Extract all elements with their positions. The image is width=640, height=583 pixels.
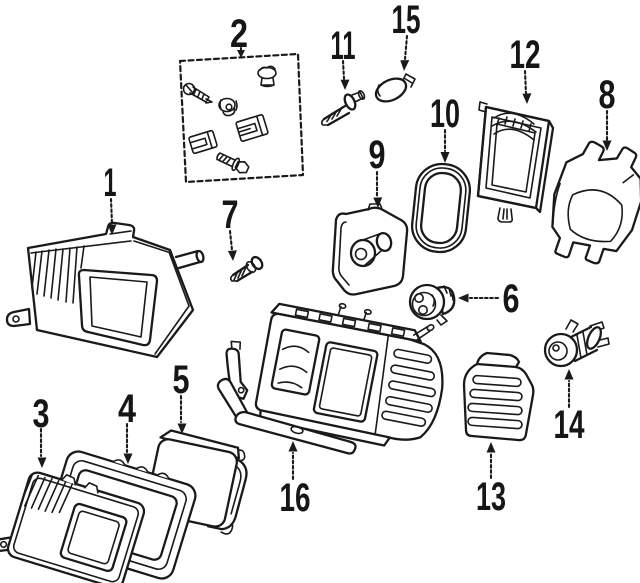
callout-1: 1	[104, 161, 117, 235]
callout-number: 10	[430, 92, 460, 136]
callout-10: 10	[430, 92, 460, 163]
kit-bolt	[216, 152, 250, 174]
kit-grommet	[218, 97, 238, 117]
arrow-head	[237, 50, 245, 58]
arrow-stem	[341, 59, 346, 81]
callout-8: 8	[599, 73, 616, 151]
part-1-headlamp-assembly	[5, 221, 205, 359]
callout-13: 13	[476, 442, 506, 519]
arrow-head	[340, 79, 350, 90]
callout-number: 8	[599, 73, 616, 117]
part-15-bulb	[374, 73, 416, 103]
arrow-head	[288, 441, 298, 452]
callout-number: 16	[280, 476, 311, 520]
callout-4: 4	[118, 387, 137, 464]
part-11-screw	[320, 89, 366, 127]
part-10-seal-ring	[410, 162, 472, 254]
arrow-stem	[523, 69, 528, 95]
part-7-screw	[229, 255, 264, 283]
part-6-bulb-socket	[408, 283, 456, 326]
callout-number: 5	[173, 358, 190, 402]
part-9-bulb-cap	[331, 203, 409, 296]
arrow-head	[486, 442, 496, 453]
arrow-stem	[228, 229, 234, 252]
callout-number: 2	[230, 12, 248, 56]
arrow-head	[564, 369, 574, 380]
part-16-molding-strip	[216, 377, 357, 455]
callout-number: 9	[369, 133, 386, 177]
arrow-head	[373, 197, 383, 208]
callout-number: 12	[510, 33, 541, 77]
callout-number: 6	[503, 277, 520, 321]
part-12-fog-lamp-housing	[476, 101, 555, 223]
callout-number: 7	[222, 193, 239, 237]
part-13-turn-signal-lens	[462, 351, 535, 442]
arrow-head	[602, 140, 612, 151]
callout-7: 7	[222, 193, 239, 261]
callout-number: 1	[104, 161, 117, 205]
kit-clip	[188, 129, 218, 155]
callout-number: 15	[392, 0, 421, 42]
arrow-head	[400, 60, 410, 71]
part-3-lens	[0, 471, 146, 583]
arrow-head	[177, 423, 187, 434]
callout-9: 9	[369, 133, 386, 208]
kit-clip	[235, 114, 269, 142]
arrow-head	[107, 224, 117, 235]
arrow-head	[37, 457, 47, 468]
part-14-bulb-socket	[543, 319, 610, 368]
callout-number: 3	[33, 392, 50, 436]
arrow-head	[227, 250, 237, 261]
arrow-head	[522, 93, 532, 104]
callout-3: 3	[33, 392, 50, 468]
callout-12: 12	[510, 33, 541, 104]
callout-15: 15	[392, 0, 421, 71]
arrow-stem	[109, 197, 114, 226]
part-2-hardware-kit	[178, 52, 305, 184]
callout-5: 5	[173, 358, 190, 434]
arrow-head	[123, 453, 133, 464]
callout-number: 13	[476, 475, 506, 519]
callout-6: 6	[458, 277, 520, 321]
arrow-head	[458, 293, 469, 303]
callout-number: 4	[118, 387, 137, 431]
callout-14: 14	[554, 369, 586, 447]
arrow-stem	[403, 34, 409, 61]
part-8-bracket	[551, 140, 640, 265]
callout-2: 2	[230, 12, 248, 58]
callout-11: 11	[331, 24, 356, 90]
arrow-head	[440, 152, 450, 163]
kit-plastic-nut	[257, 65, 277, 88]
callout-16: 16	[280, 441, 311, 520]
callout-number: 14	[554, 403, 586, 447]
kit-screw	[182, 82, 213, 104]
